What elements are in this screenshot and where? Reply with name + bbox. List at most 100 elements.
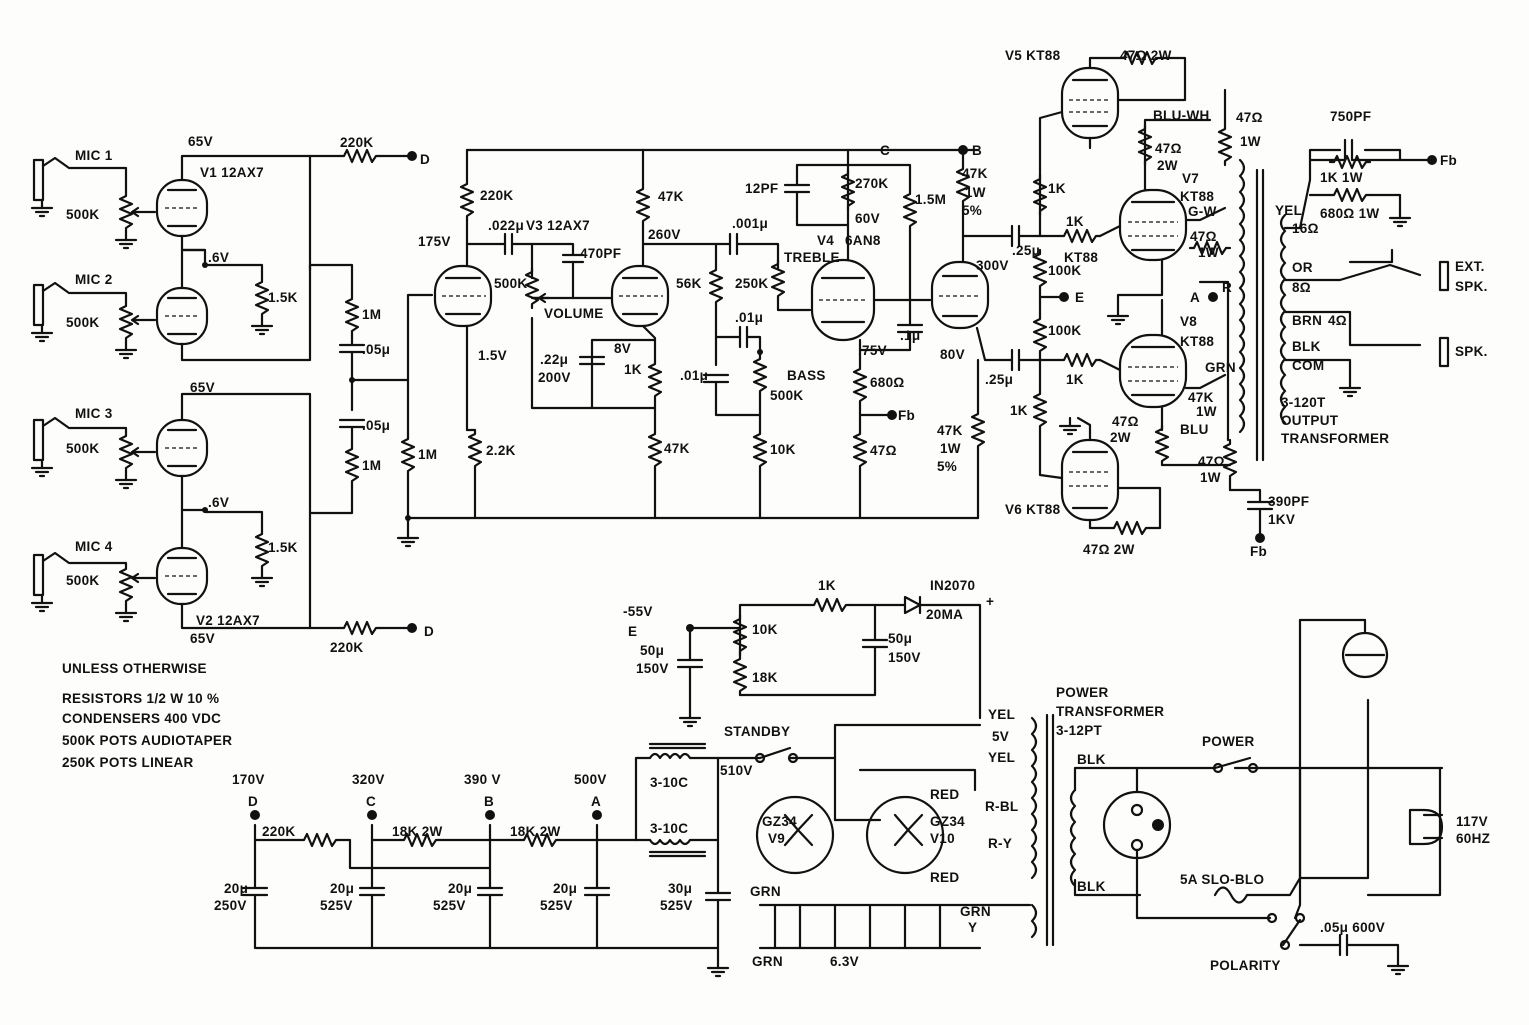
val-c470: 470PF xyxy=(580,246,621,261)
note-l3: 500K POTS AUDIOTAPER xyxy=(62,733,232,748)
val-fb3: Fb xyxy=(1250,544,1267,559)
label-ry: R-Y xyxy=(988,836,1012,851)
val-c50b: 50μ xyxy=(888,631,912,646)
val-r220k4: 220K xyxy=(262,824,295,839)
val-fb2: Fb xyxy=(1440,153,1457,168)
val-v15: 1.5V xyxy=(478,348,507,363)
val-r47k1w3: 5% xyxy=(962,203,982,218)
val-r18k: 18K xyxy=(752,670,778,685)
val-r47k1wb: 47K xyxy=(937,423,963,438)
val-r220k2: 220K xyxy=(330,640,363,655)
val-r500k1: 500K xyxy=(66,207,99,222)
label-fuse: 5A SLO-BLO xyxy=(1180,872,1264,887)
label-tap16: 16Ω xyxy=(1292,221,1319,236)
val-r47k2: 47K xyxy=(664,441,690,456)
val-c20a2: 250V xyxy=(214,898,247,913)
label-y: Y xyxy=(968,920,977,935)
val-v65a: 65V xyxy=(188,134,213,149)
point-d: D xyxy=(248,794,258,809)
label-v10a: GZ34 xyxy=(930,814,965,829)
val-r250k: 250K xyxy=(735,276,768,291)
point-c: C xyxy=(366,794,376,809)
label-v9b: V9 xyxy=(768,831,785,846)
label-out-xfmr-a: 3-120T xyxy=(1281,395,1326,410)
val-r47o1wc: 47Ω xyxy=(1236,110,1263,125)
label-mains-b: 60HZ xyxy=(1456,831,1490,846)
val-v320: 320V xyxy=(352,772,385,787)
val-r220k1: 220K xyxy=(340,135,373,150)
label-pwr-xfmr-c: 3-12PT xyxy=(1056,723,1103,738)
note-l2: CONDENSERS 400 VDC xyxy=(62,711,221,726)
tube-v2a xyxy=(155,418,209,478)
val-v175: 175V xyxy=(418,234,451,249)
val-c022: .022μ xyxy=(488,218,524,233)
val-r1k1: 1K xyxy=(624,362,642,377)
label-mic2: MIC 2 xyxy=(75,272,113,287)
power-supply xyxy=(241,595,1444,978)
val-r500k2: 500K xyxy=(66,315,99,330)
note-head: UNLESS OTHERWISE xyxy=(62,661,207,676)
node-e2: E xyxy=(628,624,637,639)
val-v65b: 65V xyxy=(190,380,215,395)
val-c05p: .05μ 600V xyxy=(1320,920,1385,935)
point-a: A xyxy=(591,794,601,809)
val-v60: 60V xyxy=(855,211,880,226)
val-r47o2wc: 47Ω xyxy=(1155,141,1182,156)
val-v200: 200V xyxy=(538,370,571,385)
val-r10k: 10K xyxy=(770,442,796,457)
val-r47o2we: 47Ω xyxy=(1112,414,1139,429)
val-v8: 8V xyxy=(614,341,631,356)
note-l1: RESISTORS 1/2 W 10 % xyxy=(62,691,219,706)
label-com: COM xyxy=(1292,358,1324,373)
val-r1k1w: 1K 1W xyxy=(1320,170,1363,185)
label-63v: 6.3V xyxy=(830,954,859,969)
label-treble: TREBLE xyxy=(784,250,840,265)
tube-v3a xyxy=(433,264,493,328)
preamp-section xyxy=(396,145,1042,548)
label-grn: GRN xyxy=(750,884,781,899)
label-pwr-xfmr-a: POWER xyxy=(1056,685,1109,700)
label-blk2: BLK xyxy=(1077,752,1106,767)
val-r15k1: 1.5K xyxy=(268,290,298,305)
val-r47o2wf: 2W xyxy=(1110,430,1131,445)
val-r1kc: 1K xyxy=(1066,372,1084,387)
label-v7c: KT88 xyxy=(1064,250,1098,265)
val-r1m3: 1M xyxy=(418,447,437,462)
label-power: POWER xyxy=(1202,734,1255,749)
val-r1kb: 1K xyxy=(1066,214,1084,229)
label-or: OR xyxy=(1292,260,1313,275)
tube-phase-inverter xyxy=(930,260,990,330)
label-v3: V3 12AX7 xyxy=(526,218,590,233)
val-c01b: .01μ xyxy=(680,368,708,383)
tube-v3b xyxy=(610,264,670,328)
val-r1kd: 1K xyxy=(1010,403,1028,418)
val-c50a: 50μ xyxy=(640,643,664,658)
node-c: C xyxy=(880,143,890,158)
val-r47o2w: 47Ω 2W xyxy=(1120,48,1172,63)
label-brn: BRN xyxy=(1292,313,1322,328)
label-choke2: 3-10C xyxy=(650,821,688,836)
val-r47o1w: 47Ω xyxy=(1190,229,1217,244)
val-v500: 500V xyxy=(574,772,607,787)
val-c20c2: 525V xyxy=(433,898,466,913)
val-c20a: 20μ xyxy=(224,881,248,896)
label-diode: IN2070 xyxy=(930,578,975,593)
node-a: A xyxy=(1190,290,1200,305)
val-r100ka: 100K xyxy=(1048,263,1081,278)
label-grn3: GRN xyxy=(752,954,783,969)
label-bluwh: BLU-WH xyxy=(1153,108,1210,123)
label-spk: SPK. xyxy=(1455,344,1488,359)
mic2-jack xyxy=(32,281,71,327)
val-c20b2: 525V xyxy=(320,898,353,913)
val-c50a2: 150V xyxy=(636,661,669,676)
label-diode-cur: 20MA xyxy=(926,607,963,622)
val-v6a: .6V xyxy=(208,250,229,265)
val-v6b: .6V xyxy=(208,495,229,510)
label-blk3: BLK xyxy=(1077,879,1106,894)
val-r220k3: 220K xyxy=(480,188,513,203)
val-c12pf: 12PF xyxy=(745,181,778,196)
label-5v: 5V xyxy=(992,729,1009,744)
label-bass: BASS xyxy=(787,368,826,383)
val-c20d: 20μ xyxy=(553,881,577,896)
val-c30: 30μ xyxy=(668,881,692,896)
